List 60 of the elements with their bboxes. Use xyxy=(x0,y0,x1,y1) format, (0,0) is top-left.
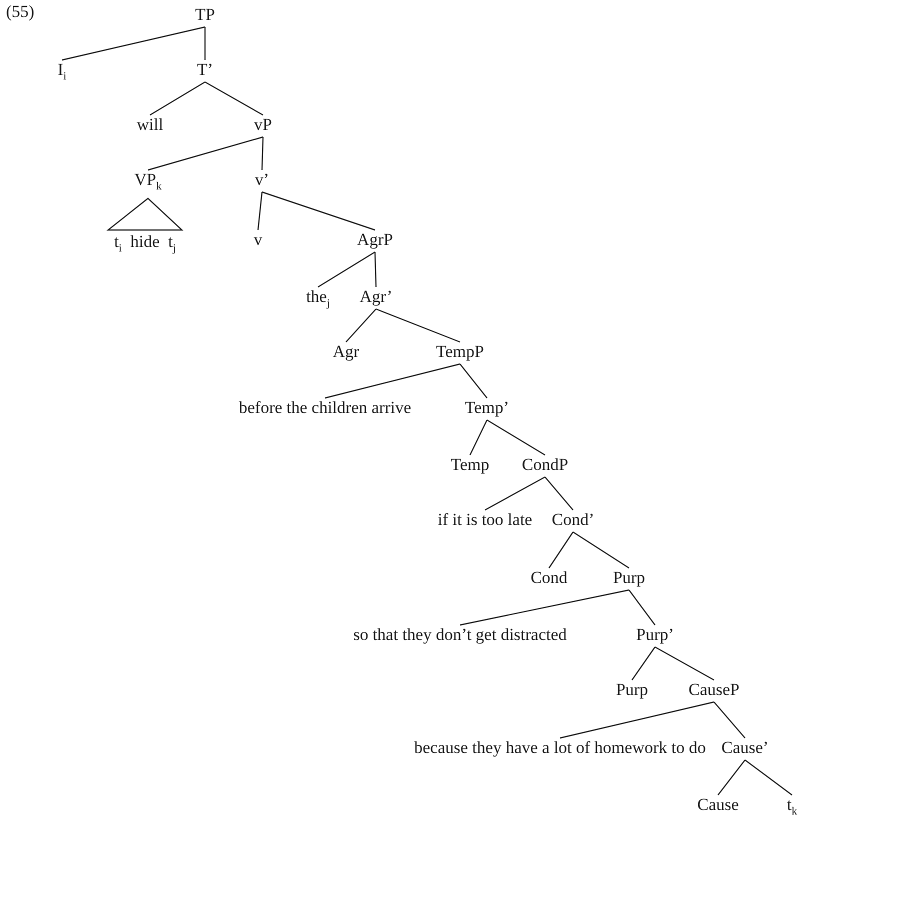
triangle-branch xyxy=(106,198,184,231)
tree-node-label: if it is too late xyxy=(438,509,532,531)
tree-branch xyxy=(346,308,376,342)
tree-branch xyxy=(718,760,746,796)
tree-branch xyxy=(204,27,206,60)
tree-branch xyxy=(262,191,376,231)
tree-node-label: the$_{j}$ xyxy=(306,286,330,314)
tree-node-label: v xyxy=(254,229,262,251)
tree-branch xyxy=(486,419,546,456)
tree-node-label: Cond’ xyxy=(552,509,594,531)
tree-branch xyxy=(714,702,746,738)
tree-branch xyxy=(744,760,792,796)
tree-branch xyxy=(62,26,206,61)
tree-branch xyxy=(560,701,714,739)
tree-node-label: v’ xyxy=(254,169,270,191)
tree-node-label: Purp xyxy=(616,679,648,701)
tree-branch xyxy=(261,136,264,170)
tree-node-label: Cause’ xyxy=(721,737,769,759)
tree-node-label: TempP xyxy=(436,341,484,363)
tree-branch xyxy=(484,476,546,511)
tree-node-label: Purp xyxy=(612,567,646,589)
tree-node-label: T’ xyxy=(196,59,214,81)
tree-node-label: Cause xyxy=(697,794,739,816)
tree-node-label: before the children arrive xyxy=(238,397,412,419)
example-number: (55) xyxy=(6,2,34,22)
tree-node-label: Temp’ xyxy=(464,397,510,419)
tree-branch xyxy=(460,589,630,626)
tree-branch xyxy=(150,81,206,116)
tree-branch xyxy=(572,532,630,568)
tree-node-label: t$_{i}$ hide t$_{j}$ xyxy=(114,231,176,260)
tree-node-label: Temp xyxy=(450,454,490,476)
tree-node-label: t$_{k}$ xyxy=(786,794,798,822)
tree-branch xyxy=(628,590,656,626)
tree-node-label: VP$_{k}$ xyxy=(134,169,162,198)
tree-node-label: Cond xyxy=(530,567,568,589)
tree-node-label: Agr’ xyxy=(360,286,392,308)
tree-branch xyxy=(654,646,714,681)
tree-node-label: will xyxy=(136,114,164,136)
tree-branch xyxy=(318,251,376,288)
tree-node-label: CauseP xyxy=(688,679,740,701)
tree-branch xyxy=(460,364,488,398)
tree-branch xyxy=(374,252,377,288)
tree-branch xyxy=(257,192,263,230)
tree-branch xyxy=(148,136,264,171)
tree-branch xyxy=(469,420,488,456)
tree-branch xyxy=(324,363,460,399)
tree-branch xyxy=(632,646,656,680)
tree-node-label: TP xyxy=(195,4,215,26)
tree-node-label: I$_{i}$ xyxy=(58,59,66,88)
tree-node-label: CondP xyxy=(522,454,568,476)
tree-node-label: Agr xyxy=(332,341,360,363)
tree-branch xyxy=(204,81,264,116)
tree-node-label: so that they don’t get distracted xyxy=(353,624,567,646)
tree-node-label: vP xyxy=(254,114,272,136)
tree-node-label: because they have a lot of homework to do xyxy=(414,737,706,759)
tree-node-label: Purp’ xyxy=(636,624,674,646)
tree-branch xyxy=(548,532,574,568)
tree-branch xyxy=(544,476,574,510)
tree-branch xyxy=(376,308,460,343)
tree-node-label: AgrP xyxy=(357,229,393,251)
